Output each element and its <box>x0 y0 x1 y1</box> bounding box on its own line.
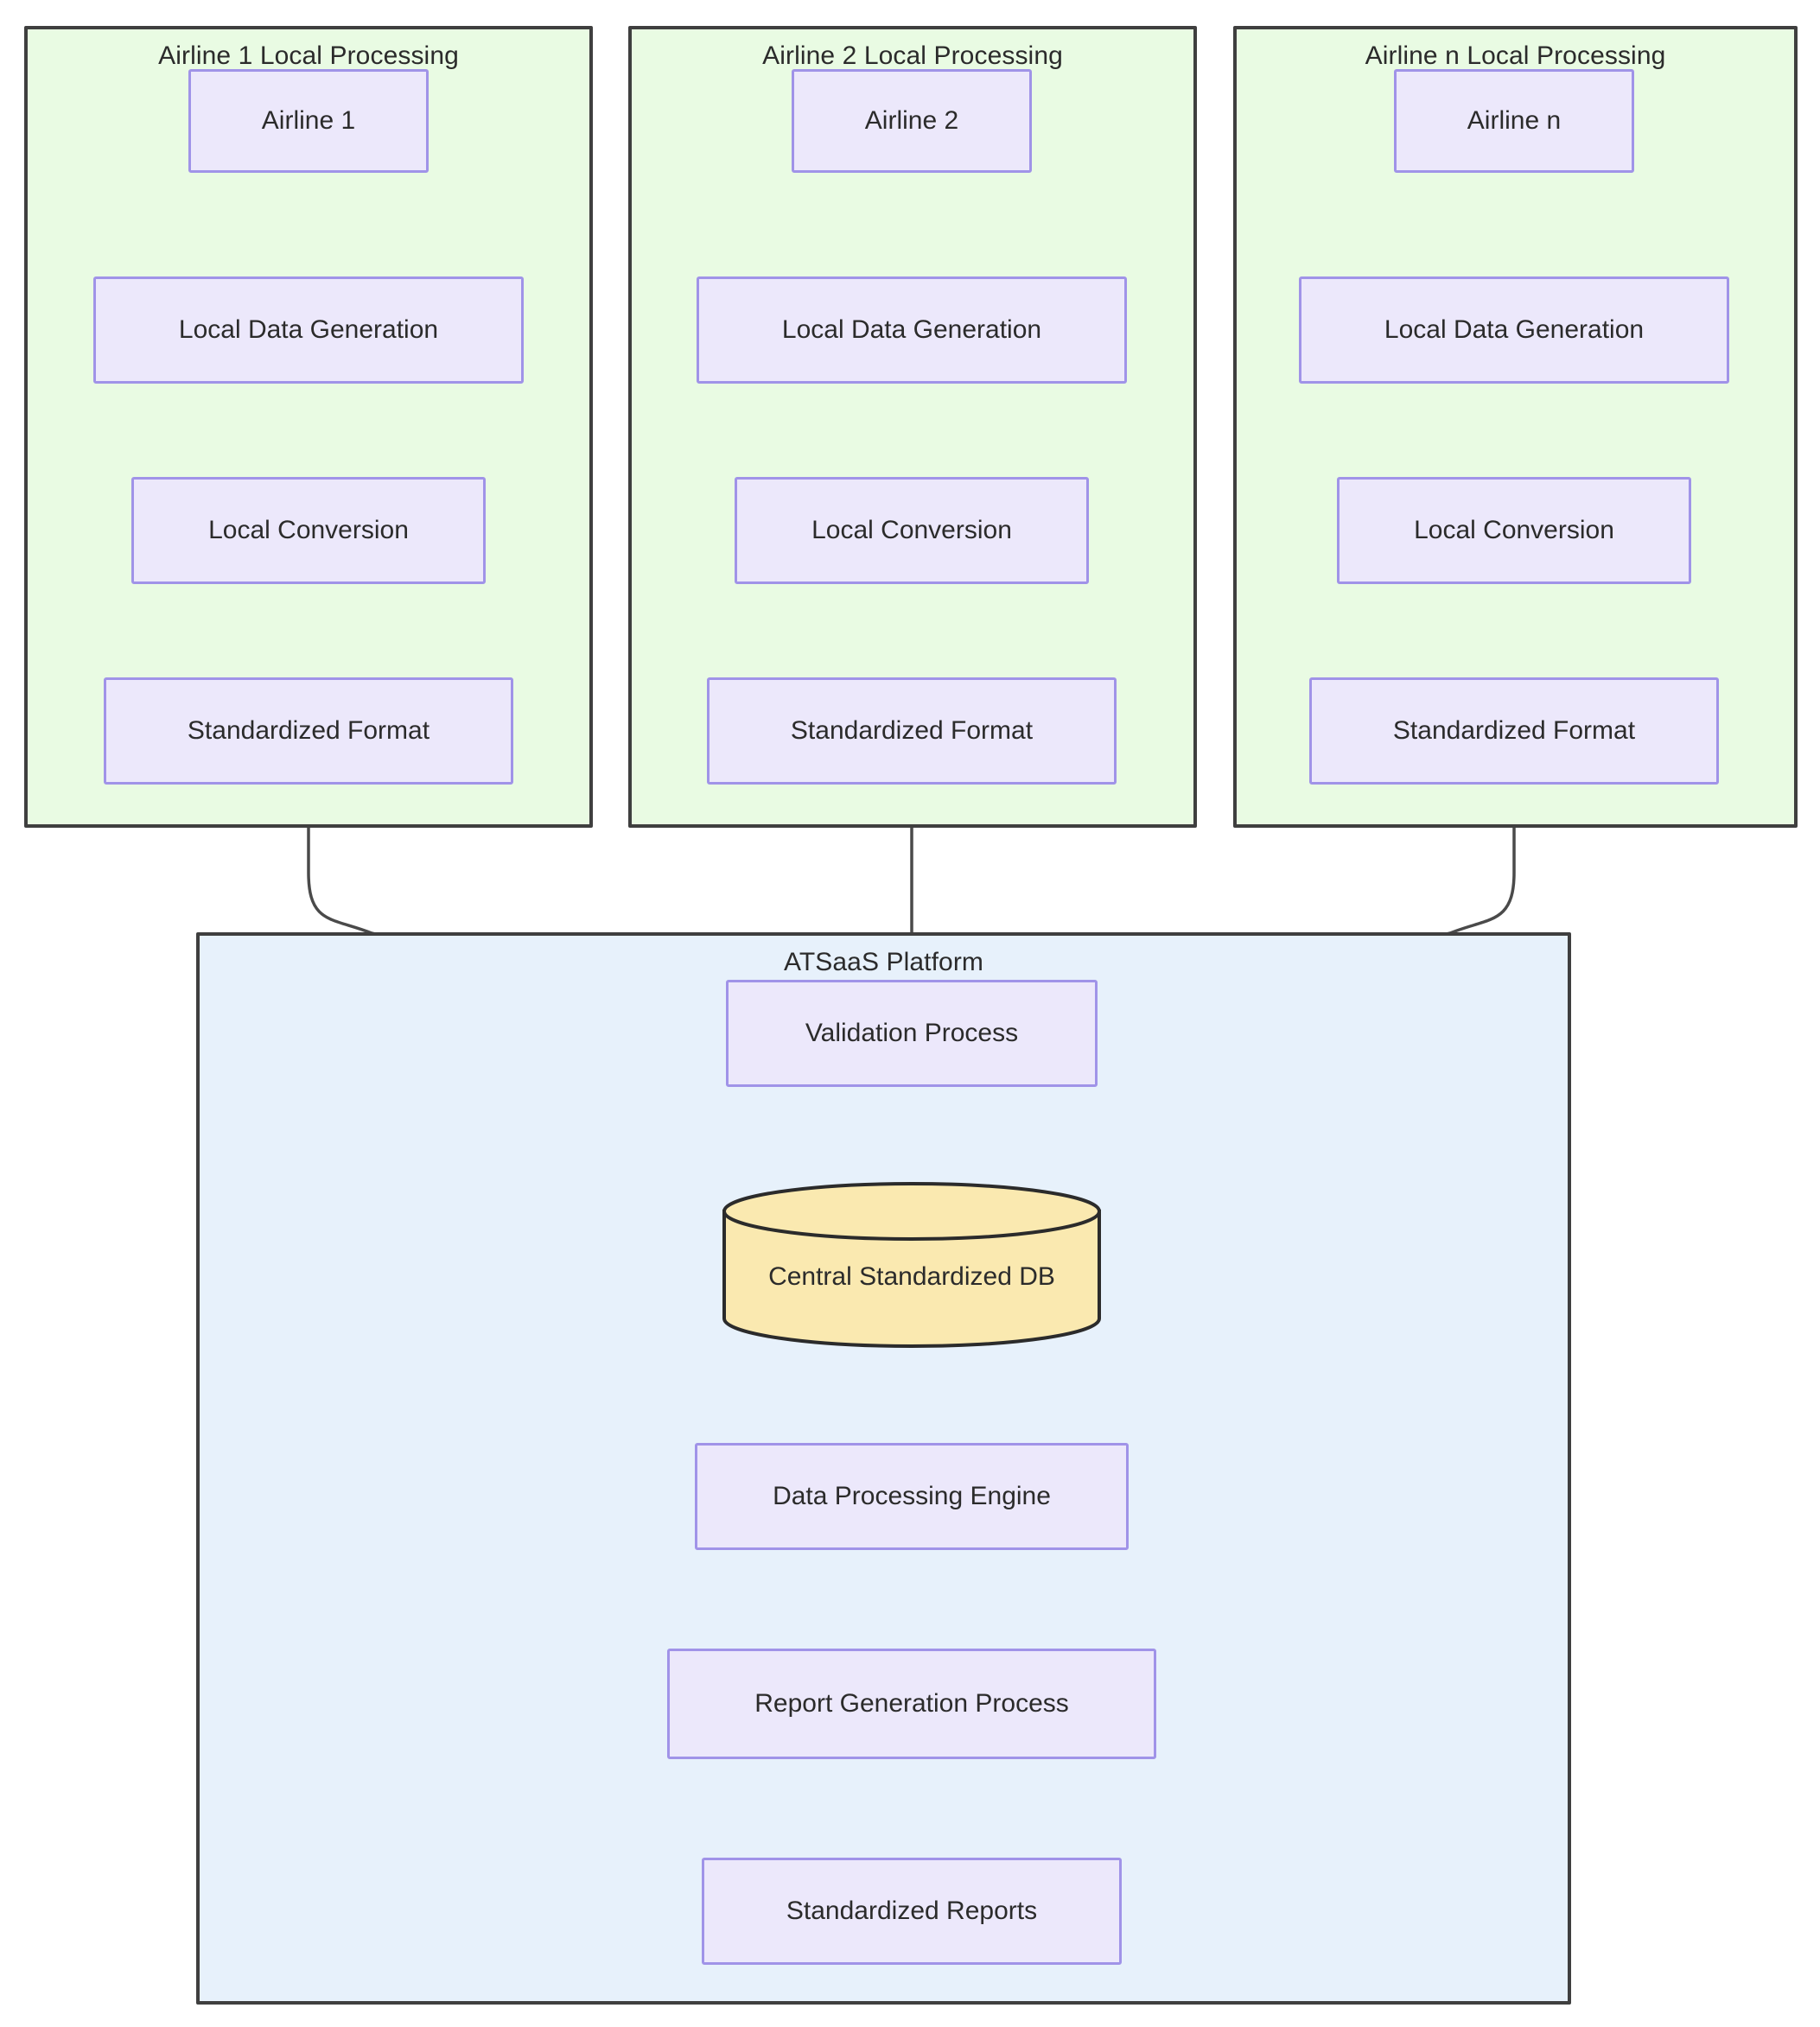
node-airline-n-standardized-format[interactable]: Standardized Format <box>1309 677 1719 785</box>
node-airline-1-local-data-generation[interactable]: Local Data Generation <box>93 276 524 384</box>
node-data-processing-engine[interactable]: Data Processing Engine <box>695 1443 1129 1550</box>
node-airline-n-local-conversion[interactable]: Local Conversion <box>1337 477 1691 584</box>
database-cylinder-icon <box>722 1182 1101 1348</box>
node-airline-2[interactable]: Airline 2 <box>792 69 1032 173</box>
node-validation-process[interactable]: Validation Process <box>726 980 1098 1087</box>
node-airline-1-local-conversion[interactable]: Local Conversion <box>131 477 486 584</box>
node-report-generation-process[interactable]: Report Generation Process <box>667 1649 1156 1759</box>
node-central-standardized-db[interactable]: Central Standardized DB <box>719 1180 1104 1350</box>
node-airline-n[interactable]: Airline n <box>1394 69 1634 173</box>
node-standardized-reports[interactable]: Standardized Reports <box>702 1858 1122 1965</box>
node-airline-n-local-data-generation[interactable]: Local Data Generation <box>1299 276 1729 384</box>
node-airline-1-standardized-format[interactable]: Standardized Format <box>104 677 513 785</box>
subgraph-atsaas-platform-title: ATSaaS Platform <box>783 948 984 976</box>
subgraph-airline-1-title: Airline 1 Local Processing <box>158 41 459 70</box>
node-airline-2-standardized-format[interactable]: Standardized Format <box>707 677 1117 785</box>
subgraph-airline-2-title: Airline 2 Local Processing <box>762 41 1063 70</box>
node-airline-2-local-conversion[interactable]: Local Conversion <box>735 477 1089 584</box>
node-airline-1[interactable]: Airline 1 <box>188 69 429 173</box>
node-airline-2-local-data-generation[interactable]: Local Data Generation <box>697 276 1127 384</box>
subgraph-airline-n-title: Airline n Local Processing <box>1365 41 1666 70</box>
